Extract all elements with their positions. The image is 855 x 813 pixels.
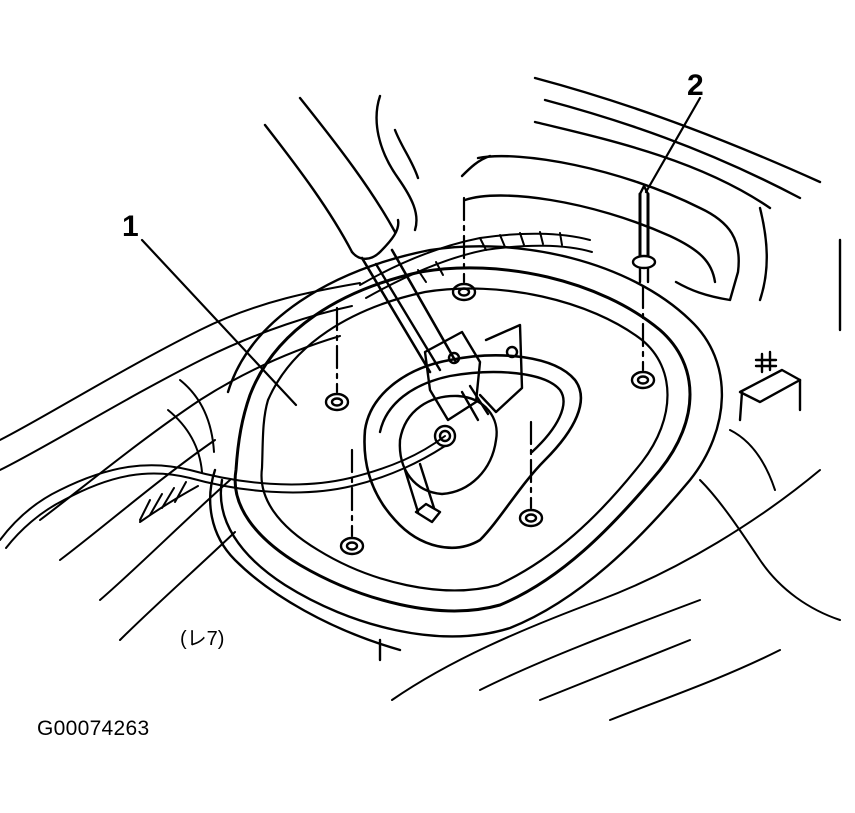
wire-harness <box>359 231 593 299</box>
fastener-holes <box>324 282 656 556</box>
leader-line-1 <box>140 238 298 407</box>
shifter-opening <box>363 354 583 549</box>
console-rear-panel <box>460 76 842 332</box>
side-clip <box>738 350 802 422</box>
left-trim-lines <box>0 282 361 641</box>
shift-lever-assembly <box>0 94 524 549</box>
callout-2-label: 2 <box>687 69 704 102</box>
figure-id: G00074263 <box>37 717 150 740</box>
leader-lines <box>140 96 702 407</box>
installation-center-lines <box>335 196 645 538</box>
callout-1-label: 1 <box>122 210 139 243</box>
fastener-pin <box>631 184 657 284</box>
leader-line-2 <box>644 96 702 194</box>
orientation-mark: (レ7) <box>180 628 224 650</box>
lower-body-lines <box>391 429 841 721</box>
console-base-plate <box>209 245 724 662</box>
